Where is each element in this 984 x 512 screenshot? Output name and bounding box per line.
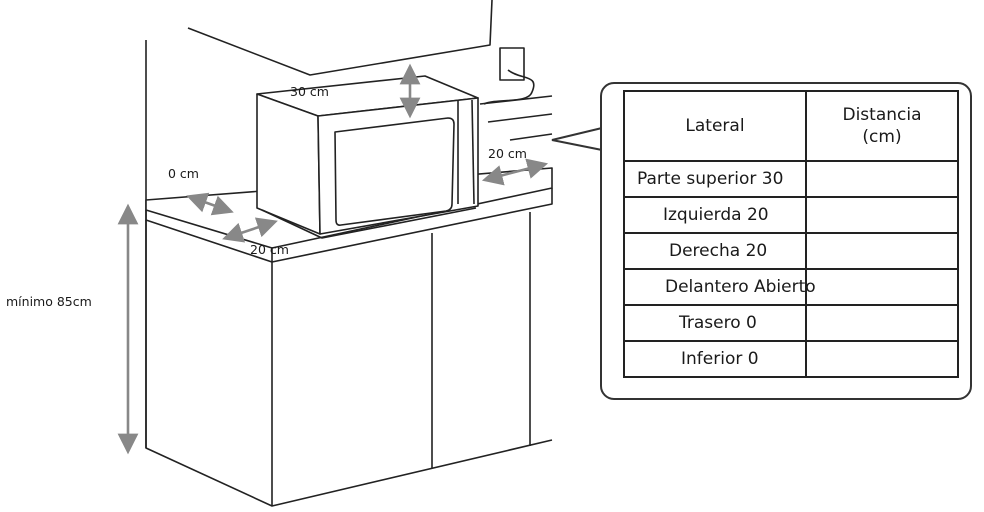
min-height-label: mínimo 85cm xyxy=(6,294,92,309)
microwave-front xyxy=(317,97,479,235)
front-clearance-label: 20 cm xyxy=(250,242,289,257)
row-label: Delantero Abierto xyxy=(665,277,816,297)
upper-cabinet-outline xyxy=(187,0,493,76)
clearance-table: Lateral Distancia (cm) Parte superior 30… xyxy=(623,90,959,378)
base-cabinet xyxy=(145,220,553,507)
power-outlet xyxy=(499,47,525,81)
wall-shelf-line-2 xyxy=(487,113,553,123)
front-clearance-arrow xyxy=(222,217,278,243)
table-row: Derecha 20 xyxy=(623,232,959,270)
row-label: Derecha 20 xyxy=(669,241,768,261)
power-cord xyxy=(483,69,535,105)
right-clearance-arrow xyxy=(481,158,549,186)
table-row: Trasero 0 xyxy=(623,304,959,342)
row-label: Trasero 0 xyxy=(679,313,757,333)
row-label: Inferior 0 xyxy=(681,349,759,369)
table-header-row: Lateral Distancia (cm) xyxy=(623,90,959,162)
callout-pointer xyxy=(551,127,603,151)
row-label: Izquierda 20 xyxy=(663,205,769,225)
right-clearance-label: 20 cm xyxy=(488,146,527,161)
wall-shelf-line-3 xyxy=(509,133,553,141)
top-clearance-label: 30 cm xyxy=(290,84,329,99)
table-row: Izquierda 20 xyxy=(623,196,959,234)
table-row: Delantero Abierto xyxy=(623,268,959,306)
table-row: Parte superior 30 xyxy=(623,160,959,198)
header-lateral: Lateral xyxy=(623,90,807,162)
table-row: Inferior 0 xyxy=(623,340,959,378)
microwave-window xyxy=(334,117,455,226)
left-clearance-label: 0 cm xyxy=(168,166,199,181)
microwave-base xyxy=(261,207,477,239)
header-distancia: Distancia (cm) xyxy=(805,90,959,162)
row-label: Parte superior 30 xyxy=(637,169,784,189)
left-clearance-arrow xyxy=(186,192,234,216)
